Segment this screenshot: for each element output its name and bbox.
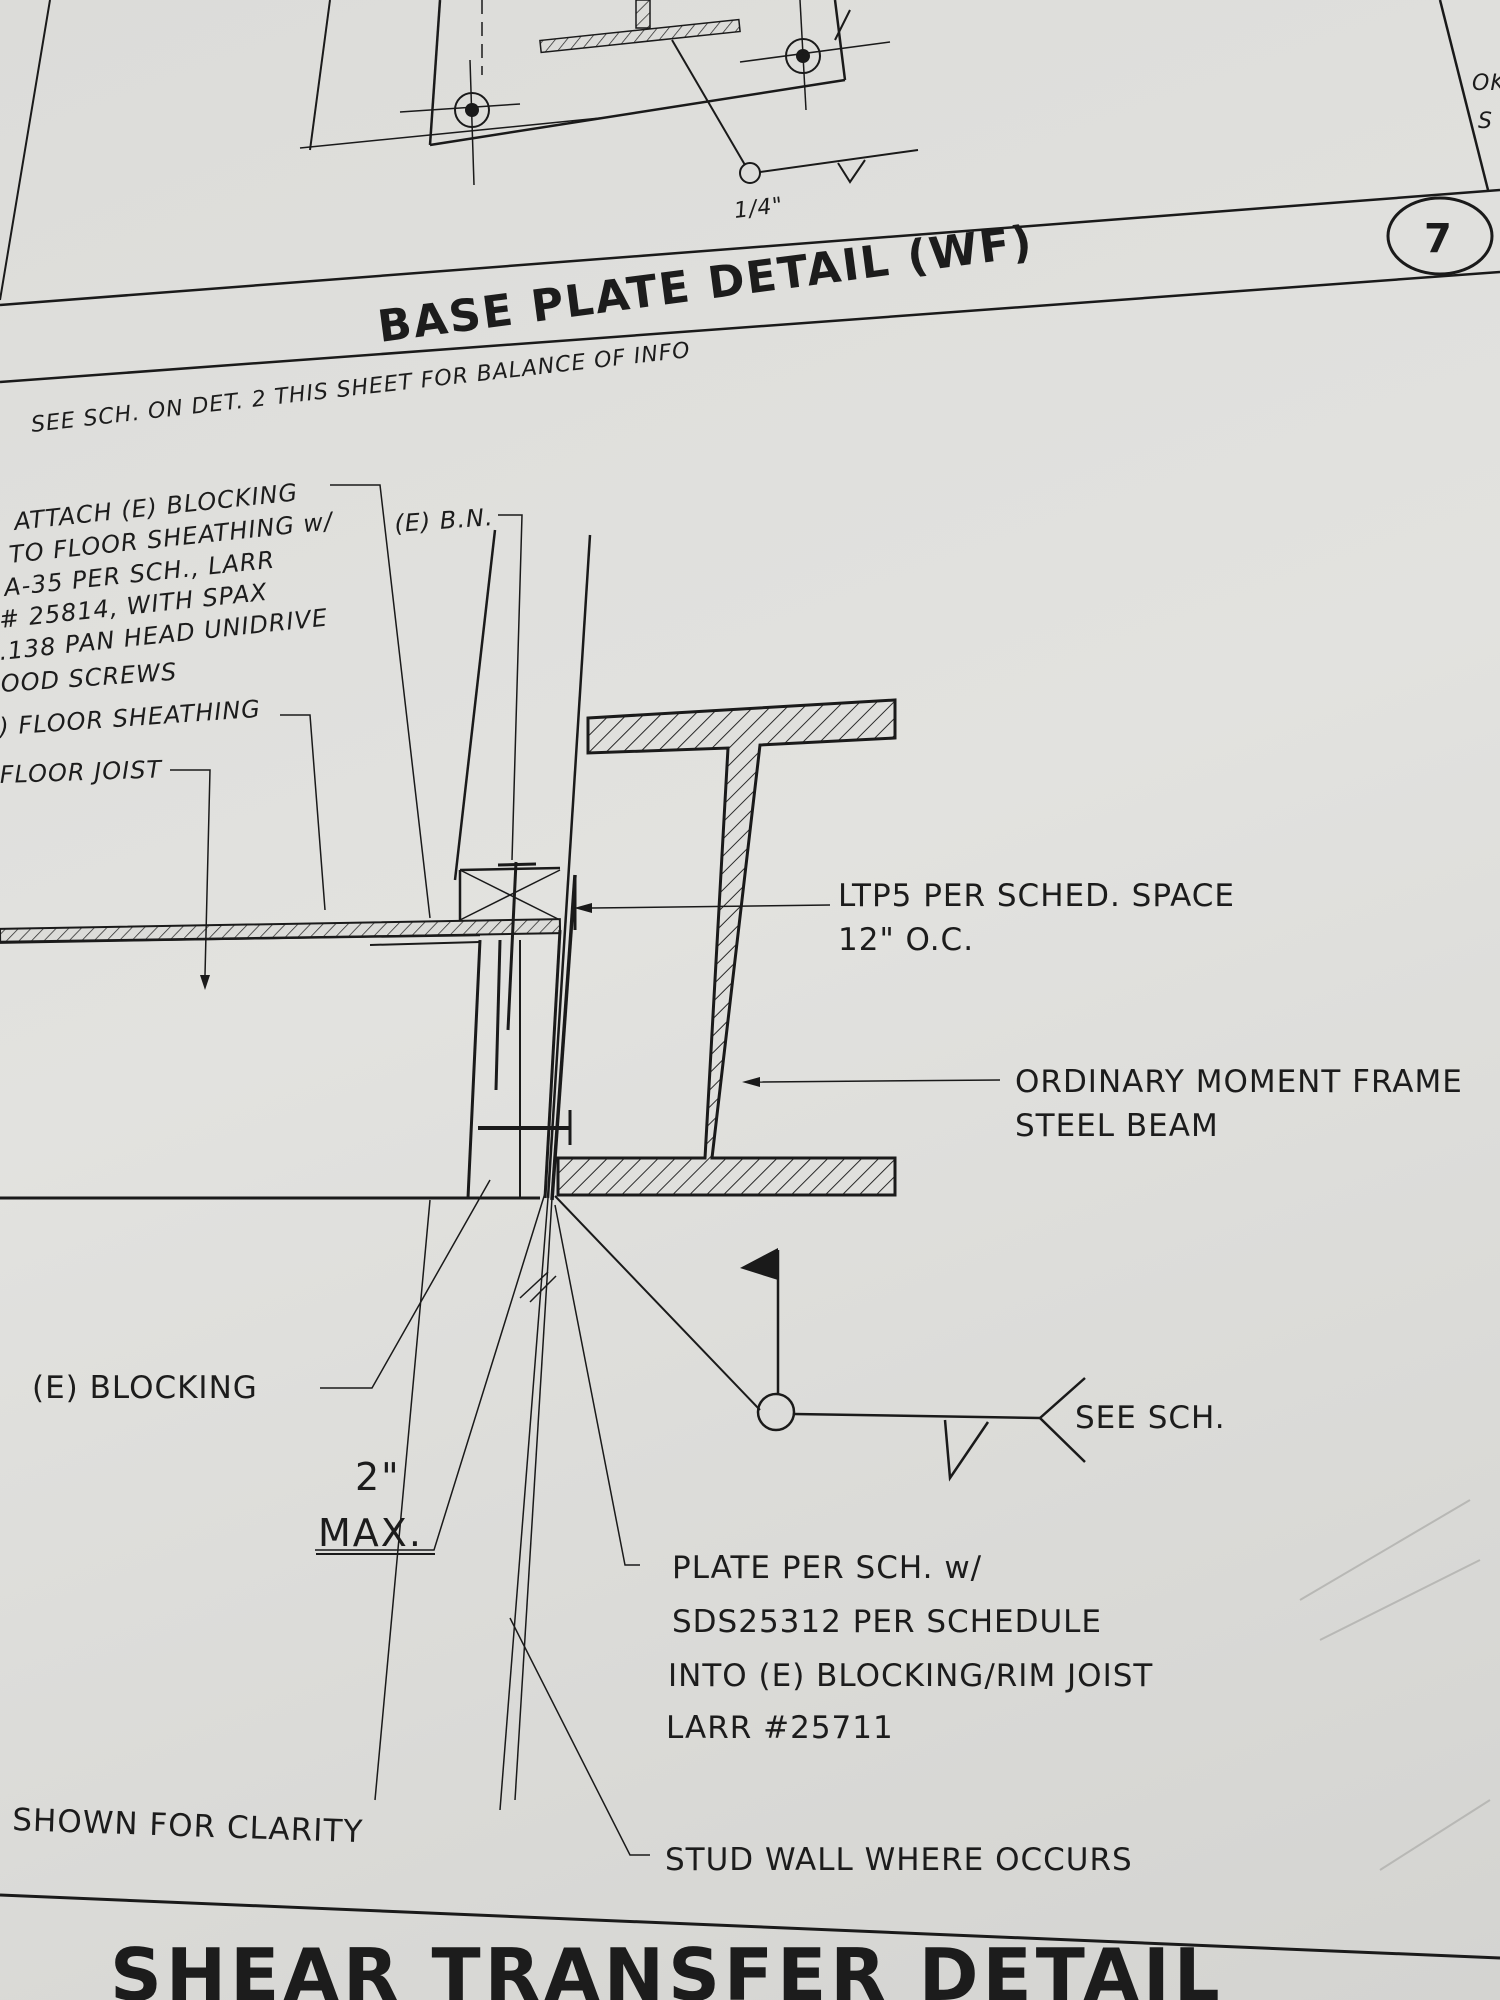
pencil-marks xyxy=(1299,1499,1491,1871)
dimension-value: 2" xyxy=(355,1455,401,1499)
detail-number-circle xyxy=(1386,196,1494,276)
boundary-nailing-label: (E) B.N. xyxy=(393,503,494,538)
shown-for-clarity-label: SHOWN FOR CLARITY xyxy=(12,1802,364,1850)
plate-label-line-1: PLATE PER SCH. w/ xyxy=(672,1550,982,1586)
next-detail-title: SHEAR TRANSFER DETAIL xyxy=(110,1933,1224,2000)
ltp5-label-line-1: LTP5 PER SCHED. SPACE xyxy=(838,878,1235,914)
existing-stud-line xyxy=(453,529,497,881)
existing-blocking xyxy=(458,866,561,1199)
anchor-bolt-right xyxy=(739,0,891,111)
base-plate-detail-title: BASE PLATE DETAIL (WF) xyxy=(375,216,1037,353)
attach-blocking-line-6: OOD SCREWS xyxy=(0,658,178,698)
floor-assembly xyxy=(0,861,572,1200)
edge-text-1: OK xyxy=(1472,71,1500,96)
plate-label-line-4: LARR #25711 xyxy=(666,1710,894,1746)
detail-number: 7 xyxy=(1424,216,1452,262)
attach-blocking-callout: ATTACH (E) BLOCKING TO FLOOR SHEATHING w… xyxy=(0,478,336,698)
floor-sheathing xyxy=(0,918,562,944)
blocking-label: (E) BLOCKING xyxy=(32,1370,258,1406)
balance-of-info-note: SEE SCH. ON DET. 2 THIS SHEET FOR BALANC… xyxy=(30,338,692,438)
anchor-bolt-left xyxy=(399,59,521,186)
field-weld-symbol xyxy=(554,1195,1086,1482)
stud-wall-label: STUD WALL WHERE OCCURS xyxy=(665,1842,1133,1878)
moment-frame-label-line-1: ORDINARY MOMENT FRAME xyxy=(1015,1064,1463,1100)
dimension-max: MAX. xyxy=(318,1511,423,1555)
leader-lines xyxy=(170,484,1001,1856)
plate-and-stud-wall xyxy=(374,529,592,1811)
weld-see-schedule-label: SEE SCH. xyxy=(1075,1400,1226,1436)
a35-clip-screws xyxy=(478,861,572,1145)
base-plate-partial-drawing: 1/4" OK S xyxy=(0,0,1500,301)
plate-label-line-2: SDS25312 PER SCHEDULE xyxy=(672,1604,1102,1640)
floor-joist-top xyxy=(0,933,481,944)
ltp5-label-line-2: 12" O.C. xyxy=(838,922,974,958)
floor-sheathing-label: ) FLOOR SHEATHING xyxy=(0,695,262,741)
moment-frame-label-line-2: STEEL BEAM xyxy=(1015,1108,1219,1144)
weld-size-label: 1/4" xyxy=(733,193,785,224)
edge-text-2: S xyxy=(1478,109,1493,134)
floor-joist-label: FLOOR JOIST xyxy=(0,755,164,789)
plate-label-line-3: INTO (E) BLOCKING/RIM JOIST xyxy=(668,1658,1153,1694)
weld-symbol-top: 1/4" xyxy=(671,39,919,224)
bottom-border xyxy=(0,1893,1500,1960)
steel-wide-flange-beam xyxy=(556,698,897,1197)
